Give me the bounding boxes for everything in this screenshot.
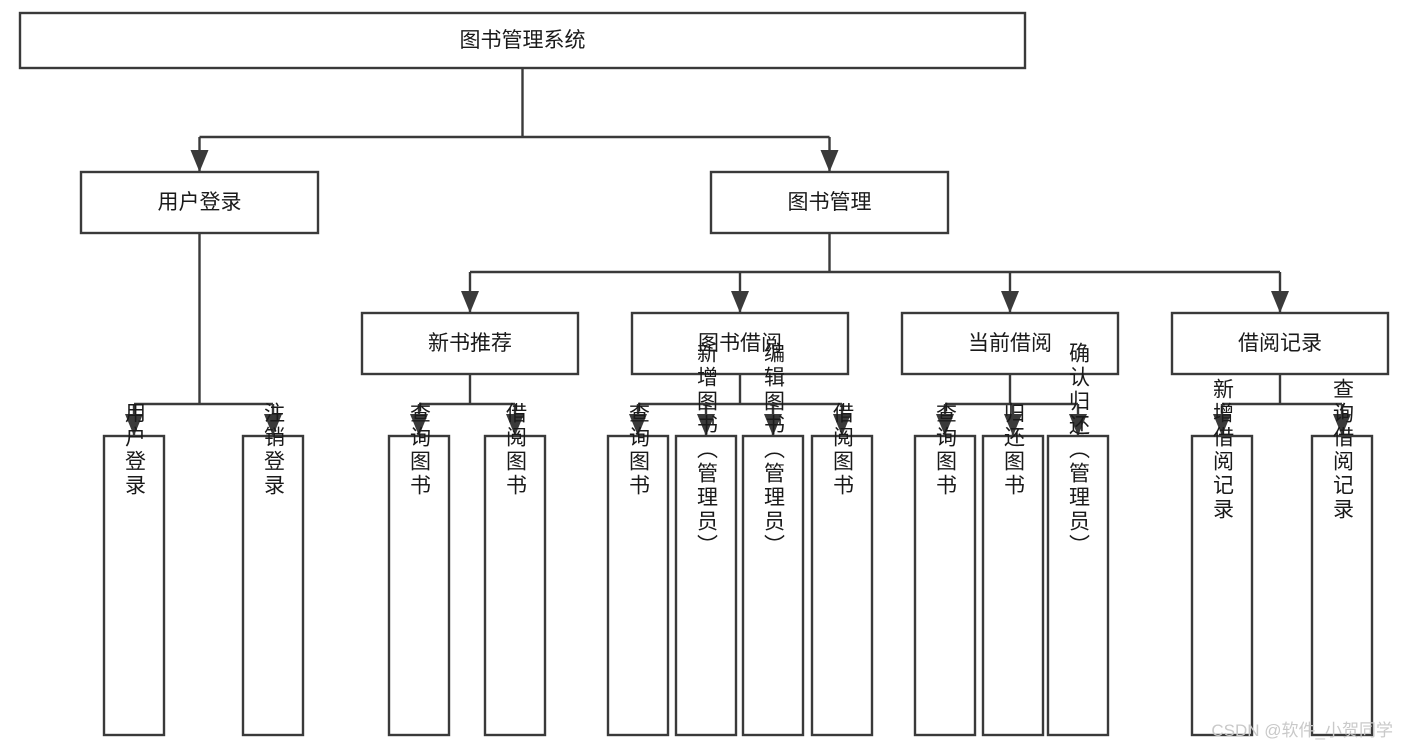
node-leaf-10-label: 确认归还（管理员）: [1067, 342, 1091, 558]
edge-l3-3-arrow-1: [1333, 414, 1351, 436]
node-leaf-8[interactable]: 查询图书: [913, 402, 977, 737]
edge-root-arrow-0: [190, 150, 209, 172]
node-leaf-10-box[interactable]: [1046, 434, 1110, 737]
node-leaf-12-box[interactable]: [1310, 434, 1374, 737]
node-leaf-1-label: 注销登录: [262, 402, 286, 498]
node-leaf-2[interactable]: 查询图书: [387, 402, 451, 737]
node-leaf-6[interactable]: 编辑图书（管理员）: [741, 342, 805, 737]
edge-book-mgmt-arrow-0: [461, 291, 479, 313]
node-leaf-12[interactable]: 查询借阅记录: [1310, 378, 1374, 737]
node-leaf-0[interactable]: 用户登录: [102, 402, 166, 737]
node-l2-0-box[interactable]: [79, 170, 320, 235]
node-leaf-5-label: 新增图书（管理员）: [695, 342, 719, 558]
node-leaf-9-box[interactable]: [981, 434, 1045, 737]
node-leaf-6-label: 编辑图书（管理员）: [762, 342, 786, 558]
edge-l3-3-arrow-0: [1213, 414, 1231, 436]
node-l2-0[interactable]: 用户登录: [79, 170, 320, 235]
node-leaf-11-box[interactable]: [1190, 434, 1254, 737]
edge-l3-2-arrow-1: [1004, 414, 1022, 436]
edge-l3-1-arrow-0: [629, 414, 647, 436]
edge-book-mgmt-arrow-2: [1001, 291, 1019, 313]
edge-l3-0-arrow-1: [506, 414, 524, 436]
edge-book-mgmt-arrow-3: [1271, 291, 1289, 313]
node-l3-3-box[interactable]: [1170, 311, 1390, 376]
node-root-system[interactable]: 图书管理系统: [18, 11, 1027, 70]
node-leaf-7[interactable]: 借阅图书: [810, 402, 874, 737]
node-leaf-4-label: 查询图书: [627, 402, 651, 498]
node-l2-0-label: 用户登录: [158, 191, 242, 214]
node-leaf-0-box[interactable]: [102, 434, 166, 737]
node-leaf-11-label: 新增借阅记录: [1211, 378, 1235, 522]
node-l3-0-label: 新书推荐: [428, 332, 512, 355]
node-l3-3[interactable]: 借阅记录: [1170, 311, 1390, 376]
node-l2-1[interactable]: 图书管理: [709, 170, 950, 235]
node-leaf-6-box[interactable]: [741, 434, 805, 737]
edge-book-mgmt-arrow-1: [731, 291, 749, 313]
node-l3-2[interactable]: 当前借阅: [900, 311, 1120, 376]
node-leaf-12-label: 查询借阅记录: [1331, 378, 1355, 522]
node-leaf-1[interactable]: 注销登录: [241, 402, 305, 737]
node-l3-0-box[interactable]: [360, 311, 580, 376]
node-l3-2-label: 当前借阅: [968, 332, 1052, 355]
node-leaf-3-label: 借阅图书: [504, 402, 528, 498]
node-root-system-label: 图书管理系统: [460, 29, 586, 52]
node-leaf-4[interactable]: 查询图书: [606, 402, 670, 737]
edge-user-login-arrow-1: [264, 414, 282, 436]
node-l3-1-label: 图书借阅: [698, 332, 782, 355]
node-leaf-2-label: 查询图书: [408, 402, 432, 498]
node-leaf-9-label: 归还图书: [1002, 402, 1026, 498]
node-l3-3-label: 借阅记录: [1238, 332, 1322, 355]
node-leaf-7-label: 借阅图书: [831, 402, 855, 498]
node-leaf-4-box[interactable]: [606, 434, 670, 737]
node-l3-2-box[interactable]: [900, 311, 1120, 376]
node-leaf-5[interactable]: 新增图书（管理员）: [674, 342, 738, 737]
node-leaf-5-box[interactable]: [674, 434, 738, 737]
edge-l3-2-arrow-0: [936, 414, 954, 436]
node-l2-1-box[interactable]: [709, 170, 950, 235]
node-root-system-box[interactable]: [18, 11, 1027, 70]
node-leaf-3[interactable]: 借阅图书: [483, 402, 547, 737]
node-leaf-11[interactable]: 新增借阅记录: [1190, 378, 1254, 737]
node-leaf-9[interactable]: 归还图书: [981, 402, 1045, 737]
edge-l3-1-arrow-2: [764, 414, 782, 436]
node-leaf-3-box[interactable]: [483, 434, 547, 737]
edge-user-login-arrow-0: [125, 414, 143, 436]
edge-root-arrow-1: [820, 150, 839, 172]
connector-layer: [125, 68, 1351, 436]
node-leaf-10[interactable]: 确认归还（管理员）: [1046, 342, 1110, 737]
node-leaf-2-box[interactable]: [387, 434, 451, 737]
node-layer: 图书管理系统用户登录图书管理新书推荐图书借阅当前借阅借阅记录用户登录注销登录查询…: [18, 11, 1390, 737]
edge-l3-0-arrow-0: [410, 414, 428, 436]
node-leaf-0-label: 用户登录: [123, 402, 147, 498]
node-leaf-8-label: 查询图书: [934, 402, 958, 498]
edge-l3-1-arrow-1: [697, 414, 715, 436]
node-l2-1-label: 图书管理: [788, 191, 872, 214]
edge-l3-2-arrow-2: [1069, 414, 1087, 436]
node-leaf-8-box[interactable]: [913, 434, 977, 737]
node-leaf-7-box[interactable]: [810, 434, 874, 737]
edge-l3-1-arrow-3: [833, 414, 851, 436]
node-l3-1[interactable]: 图书借阅: [630, 311, 850, 376]
node-leaf-1-box[interactable]: [241, 434, 305, 737]
node-l3-0[interactable]: 新书推荐: [360, 311, 580, 376]
node-l3-1-box[interactable]: [630, 311, 850, 376]
